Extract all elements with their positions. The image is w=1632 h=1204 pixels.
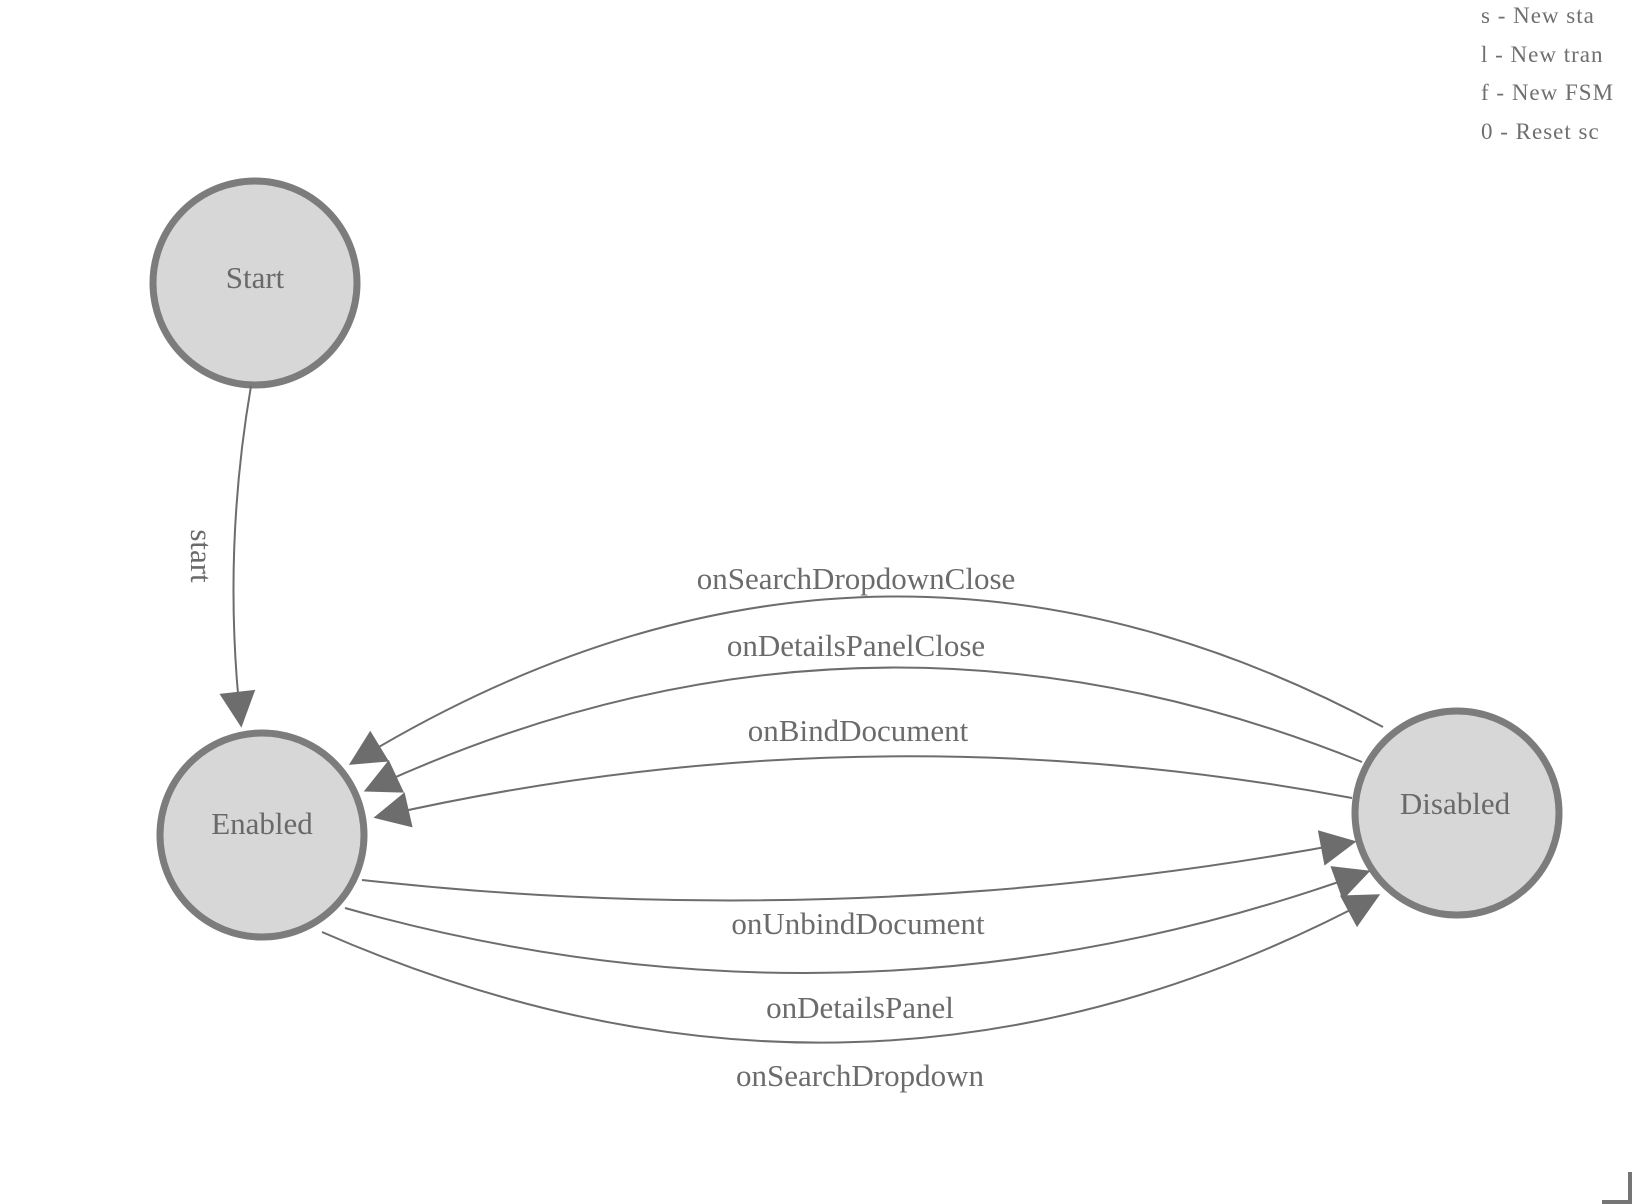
transition-onDetailsPanel[interactable]: onDetailsPanel	[344, 866, 1371, 1025]
transition-label[interactable]: onUnbindDocument	[731, 906, 985, 941]
transition-label[interactable]: onDetailsPanel	[766, 990, 954, 1025]
state-circle[interactable]	[156, 729, 368, 941]
legend-line-new-transition: l - New tran	[1481, 41, 1604, 67]
transition-path[interactable]	[321, 894, 1381, 1044]
state-circle[interactable]	[1351, 707, 1563, 919]
transition-onDetailsPanelClose[interactable]: onDetailsPanelClose	[363, 628, 1363, 793]
offscreen-rect-corner	[1602, 1172, 1632, 1204]
shortcut-legend: s - New sta l - New tran f - New FSM 0 -…	[1481, 0, 1614, 151]
transition-path[interactable]	[344, 866, 1371, 974]
legend-line-new-state: s - New sta	[1481, 3, 1595, 28]
transition-label[interactable]: onSearchDropdown	[736, 1058, 984, 1093]
transition-label[interactable]: start	[184, 529, 219, 583]
transition-onSearchDropdown[interactable]: onSearchDropdown	[321, 894, 1381, 1093]
transition-path[interactable]	[219, 385, 256, 728]
transition-path[interactable]	[363, 666, 1363, 793]
transition-start[interactable]: start	[184, 385, 256, 728]
state-node-enabled[interactable]: Enabled	[156, 729, 368, 941]
transition-path[interactable]	[348, 595, 1384, 765]
transition-onBindDocument[interactable]: onBindDocument	[373, 713, 1353, 828]
state-label: Enabled	[211, 806, 313, 841]
state-label: Start	[226, 260, 285, 295]
transition-path[interactable]	[373, 755, 1353, 828]
transition-label[interactable]: onBindDocument	[748, 713, 969, 748]
state-label: Disabled	[1400, 786, 1511, 821]
legend-line-new-fsm: f - New FSM	[1481, 80, 1615, 106]
transition-onSearchDropdownClose[interactable]: onSearchDropdownClose	[348, 561, 1384, 765]
transition-label[interactable]: onDetailsPanelClose	[727, 628, 985, 663]
state-node-disabled[interactable]: Disabled	[1351, 707, 1563, 919]
transition-onUnbindDocument[interactable]: onUnbindDocument	[361, 830, 1357, 941]
transition-path[interactable]	[361, 830, 1357, 902]
transition-label[interactable]: onSearchDropdownClose	[697, 561, 1016, 596]
legend-line-reset-scale: 0 - Reset sc	[1481, 118, 1600, 144]
state-node-start[interactable]: Start	[149, 177, 361, 389]
state-circle[interactable]	[149, 177, 361, 389]
